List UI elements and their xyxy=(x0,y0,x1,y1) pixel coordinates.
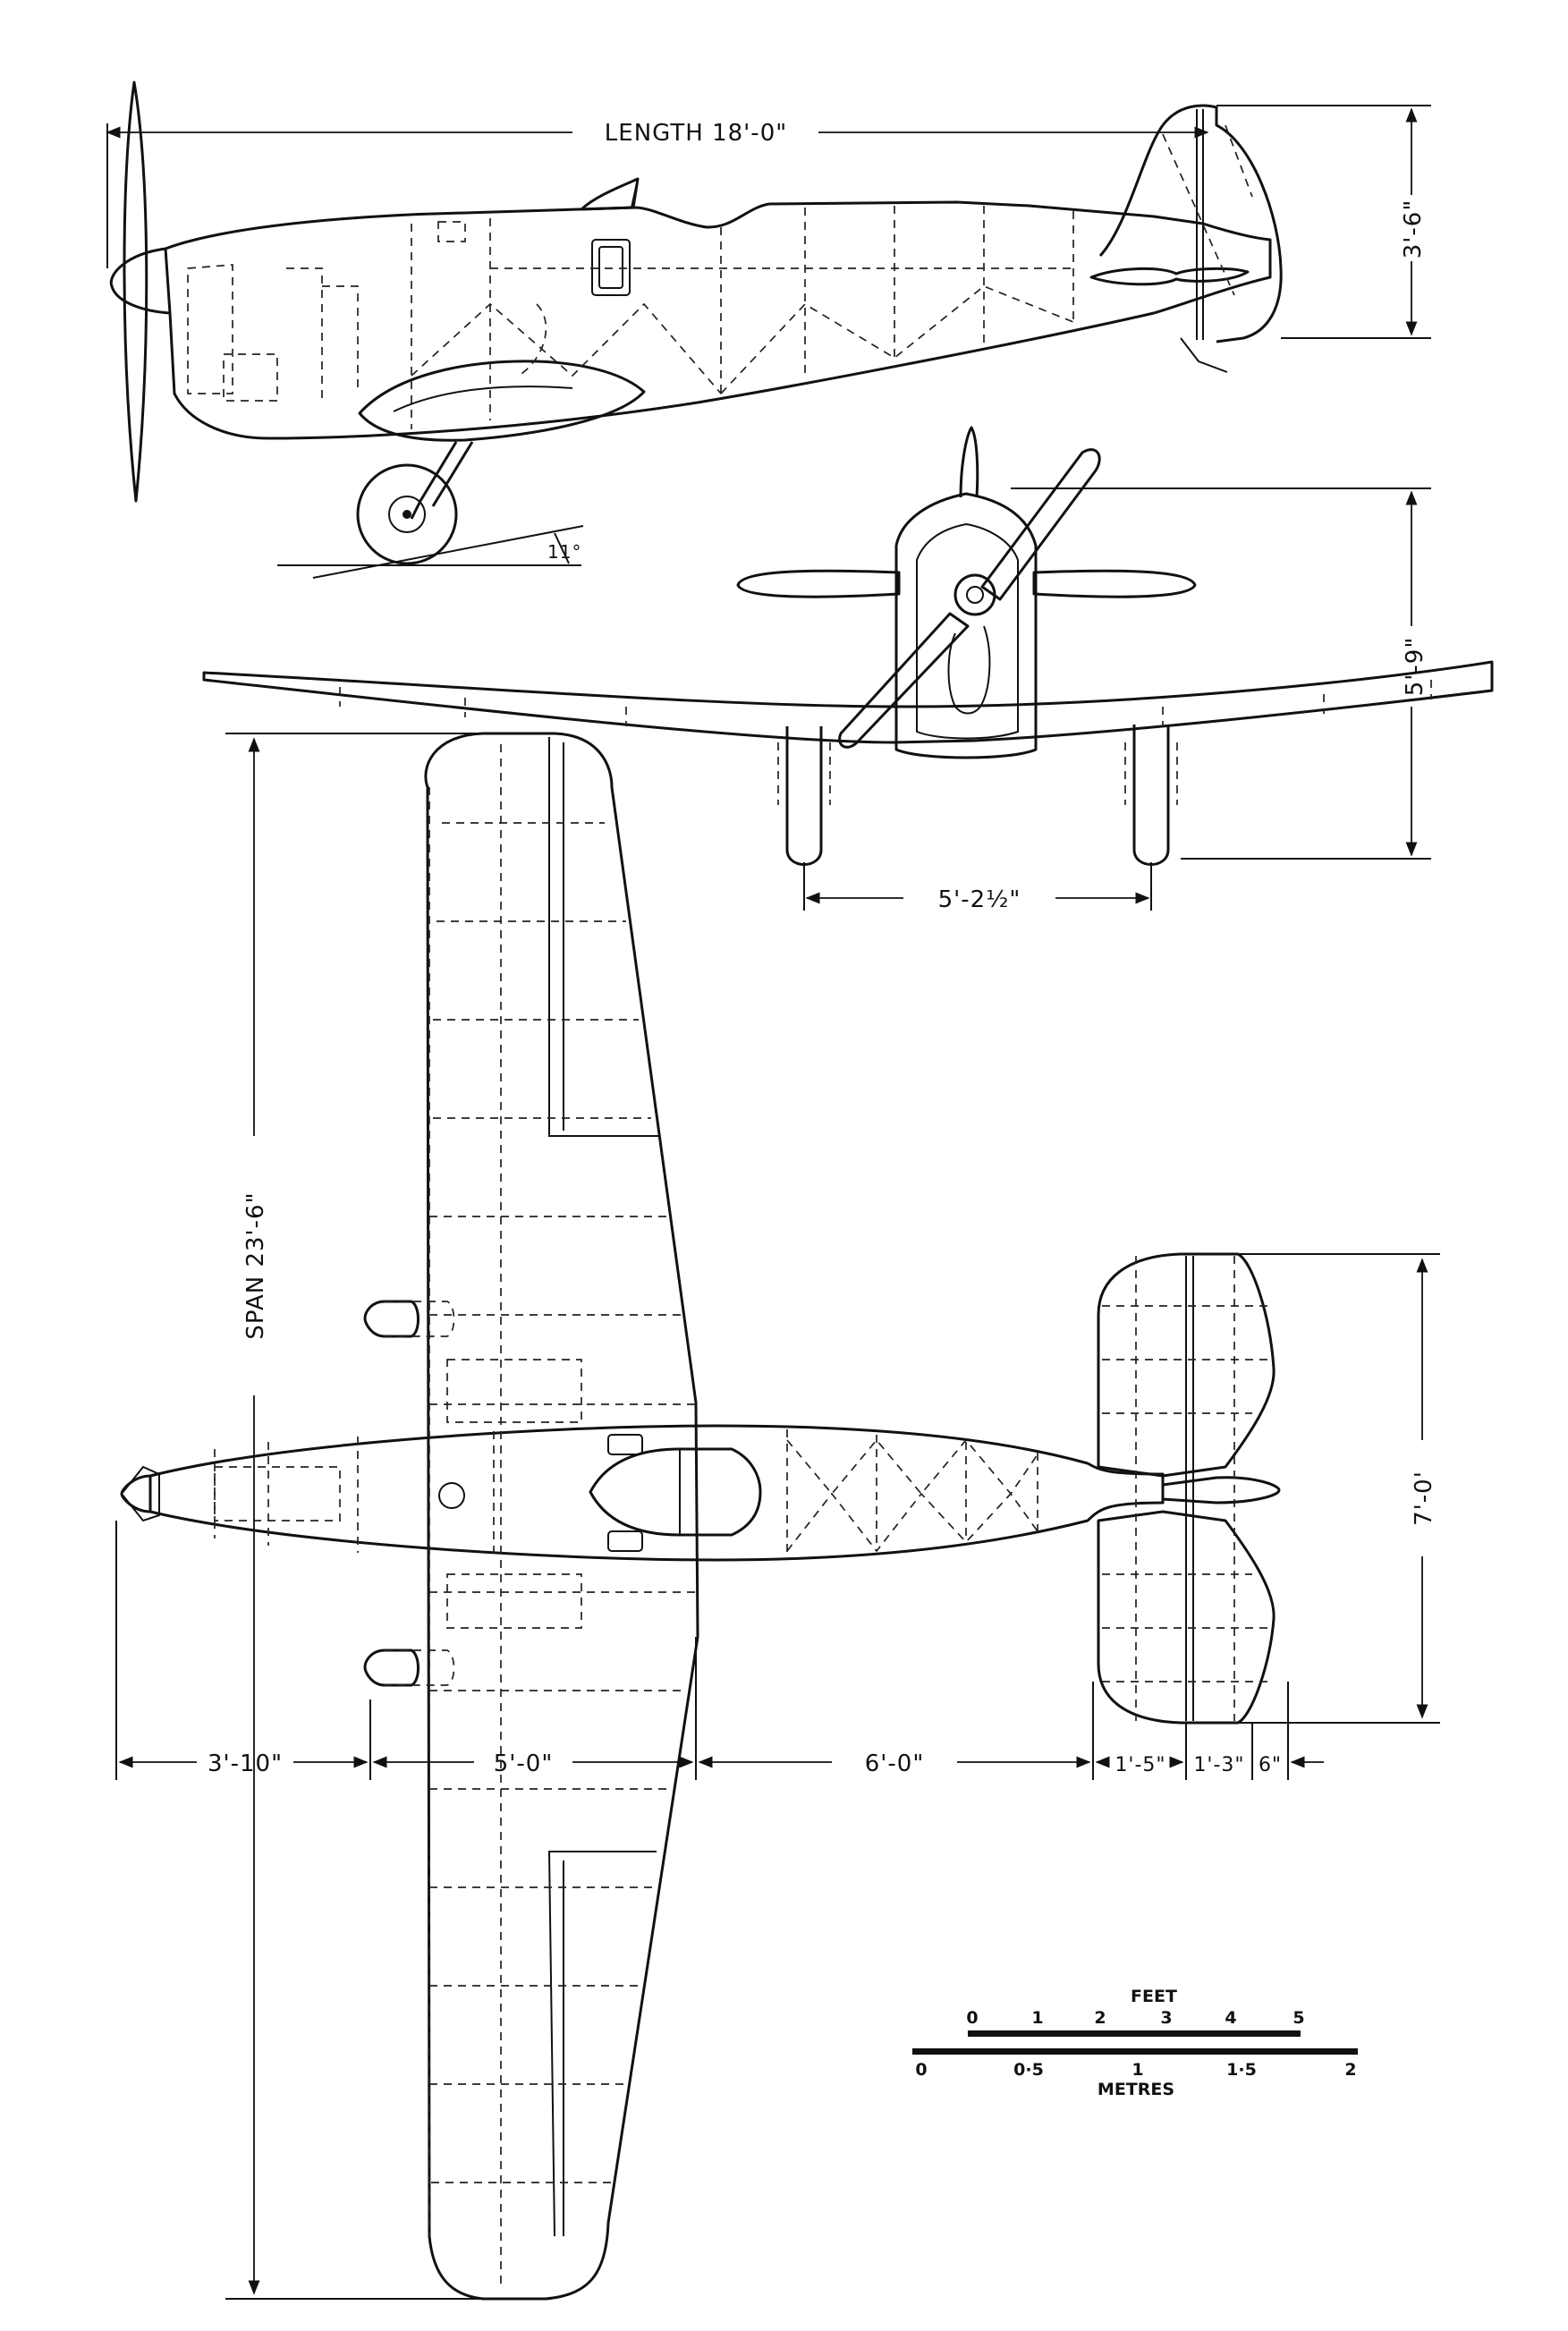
scale-metres-tick-4: 2 xyxy=(1344,2060,1356,2080)
scale-feet-tick-2: 2 xyxy=(1094,2008,1106,2028)
plan-view: SPAN 23'-6" 7'-0' 3'-10" 5'-0" 6'-0" 1'-… xyxy=(115,732,1440,2301)
scale-feet-bar xyxy=(968,2030,1301,2037)
scale-bar: FEET 0 1 2 3 4 5 0 0·5 1 1·5 2 METRES xyxy=(912,1987,1358,2099)
track-dimension: 5'-2½" xyxy=(938,886,1021,913)
scale-feet-tick-1: 1 xyxy=(1031,2008,1043,2028)
front-height-dimension: 5'-9" xyxy=(1402,637,1428,697)
tail-a-dimension: 1'-5" xyxy=(1115,1754,1165,1776)
nose-to-wing-dimension: 3'-10" xyxy=(208,1750,283,1777)
scale-metres-bar xyxy=(912,2048,1358,2055)
scale-feet-tick-4: 4 xyxy=(1225,2008,1236,2028)
scale-feet-tick-3: 3 xyxy=(1160,2008,1172,2028)
scale-metres-tick-0: 0 xyxy=(915,2060,927,2080)
tail-c-dimension: 6" xyxy=(1259,1754,1282,1776)
scale-metres-tick-3: 1·5 xyxy=(1226,2060,1257,2080)
scale-metres-label: METRES xyxy=(1098,2080,1174,2099)
scale-metres-tick-1: 0·5 xyxy=(1013,2060,1044,2080)
wing-to-tail-dimension: 6'-0" xyxy=(865,1750,925,1777)
tail-b-dimension: 1'-3" xyxy=(1193,1754,1244,1776)
height-dimension: 3'-6" xyxy=(1400,199,1427,259)
tail-span-dimension: 7'-0' xyxy=(1411,1471,1437,1526)
prop-angle-label: 11° xyxy=(547,541,581,563)
scale-feet-label: FEET xyxy=(1131,1987,1177,2006)
scale-metres-tick-2: 1 xyxy=(1132,2060,1143,2080)
front-view: 5'-9" 5'-2½" xyxy=(202,426,1494,913)
span-dimension: SPAN 23'-6" xyxy=(242,1191,269,1339)
scale-feet-tick-0: 0 xyxy=(966,2008,978,2028)
wing-chord-dimension: 5'-0" xyxy=(494,1750,554,1777)
side-view: LENGTH 18'-0" 3'-6" 11° xyxy=(106,81,1431,579)
scale-feet-tick-5: 5 xyxy=(1293,2008,1304,2028)
length-dimension: LENGTH 18'-0" xyxy=(605,120,787,147)
